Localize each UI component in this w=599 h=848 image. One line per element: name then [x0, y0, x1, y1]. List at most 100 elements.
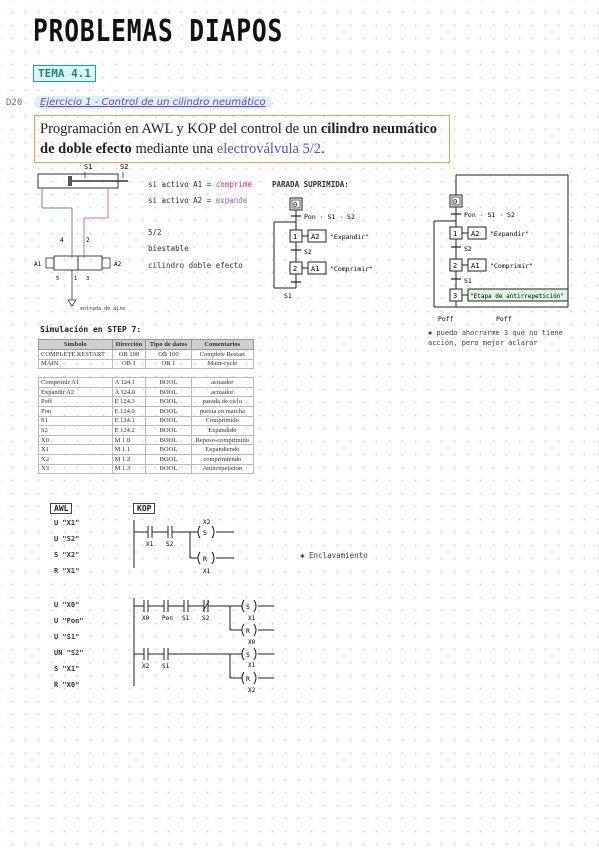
symbol-table: Símbolo Dirección Tipo de datos Comentar…: [38, 339, 255, 475]
valve-a1-label: A1: [34, 261, 42, 268]
kop2-out1: X1: [248, 615, 256, 622]
note-cylinder: cilindro doble efecto: [148, 261, 243, 270]
kop1-contact1: X1: [146, 541, 154, 548]
kop2-contact4: S2: [202, 615, 210, 622]
g1-t1: S2: [304, 248, 312, 256]
g2-step1: 1: [453, 230, 457, 238]
g2-act2: A1: [471, 262, 479, 270]
col-address: Dirección: [111, 339, 147, 350]
col-symbol: Símbolo: [38, 339, 113, 350]
kop2-contact1: X0: [142, 615, 150, 622]
exercise-heading: Ejercicio 1 - Control de un cilindro neu…: [34, 96, 272, 109]
note-valve: 5/2: [148, 228, 162, 237]
awl-label: AWL: [50, 503, 73, 514]
sensor-s1-label: S1: [84, 163, 92, 171]
grafcet1-heading: PARADA SUPRIMIDA:: [272, 180, 349, 189]
awl1-line: U "X1": [54, 519, 80, 527]
grafcet2-note: ✱ puedo ahorrarme 3 que no tiene acción,…: [428, 329, 563, 347]
topic-tag: TEMA 4.1: [33, 65, 96, 82]
g1-step1: 1: [293, 233, 297, 241]
g1-act2: A1: [311, 265, 319, 273]
kop-ladder-2: X0 Pon S1 S2 S X1 R X0 X2 S1 S X1 R X2: [133, 598, 274, 694]
simulation-title: Simulación en STEP 7:: [40, 325, 142, 334]
valve-left-box: [53, 255, 79, 271]
g2-t0: Pon · S1 · S2: [464, 211, 515, 219]
svg-text:5: 5: [56, 276, 59, 282]
awl1-line: U "S2": [54, 535, 80, 543]
kop2-coil-s1: S: [246, 603, 250, 611]
kop2-coil-r2: R: [246, 675, 250, 683]
grafcet-2: 0 Pon · S1 · S2 1 A2 "Expandir" S2 2 A1 …: [433, 174, 569, 323]
kop1-out1: X2: [203, 519, 211, 526]
g2-act2-label: "Comprimir": [490, 262, 533, 270]
kop1-out2: X1: [203, 568, 211, 575]
g1-t2: S1: [284, 292, 292, 300]
awl2-line: UN "S2": [54, 649, 84, 657]
enclavamiento-note: ✱ Enclavamiento: [300, 551, 368, 560]
valve-right-box: [77, 255, 103, 271]
valve-a2-label: A2: [114, 261, 122, 268]
col-comments: Comentarios: [190, 339, 255, 350]
note-biestable: biestable: [148, 244, 189, 253]
air-input-label: entrada de aire: [80, 306, 125, 312]
g2-t1: S2: [464, 245, 472, 253]
g1-step0: 0: [293, 201, 297, 209]
kop2-contact2: Pon: [162, 615, 173, 622]
sensor-s2-label: S2: [120, 163, 128, 171]
g2-act3-label: "Etapa de antirrepetición": [470, 293, 564, 300]
g1-t0: Pon · S1 · S2: [304, 213, 355, 221]
page-title: PROBLEMAS DIAPOS: [33, 14, 284, 49]
kop2-out2: X0: [248, 639, 256, 646]
grafcet-1: 0 Pon · S1 · S2 1 A2 "Expandir" S2 2 A1 …: [273, 197, 373, 300]
g2-act1: A2: [471, 230, 479, 238]
svg-text:3: 3: [86, 276, 89, 282]
kop2-contact6: S1: [162, 663, 170, 670]
kop2-out3: X1: [248, 662, 256, 669]
piston: [68, 176, 72, 186]
page-code: D20: [6, 98, 23, 108]
awl1-line: S "X2": [54, 551, 80, 559]
note-a1: si activo A1 = comprime: [148, 180, 252, 189]
col-type: Tipo de datos: [145, 339, 192, 350]
svg-text:1: 1: [74, 276, 77, 282]
kop1-coil-r: R: [203, 555, 207, 563]
kop-ladder-1: X1 S2 S X2 R X1: [133, 519, 234, 575]
g2-step3: 3: [453, 292, 457, 300]
kop2-contact3: S1: [182, 615, 190, 622]
awl1-line: R "X1": [54, 567, 80, 575]
problem-statement: Programación en AWL y KOP del control de…: [34, 115, 450, 163]
svg-text:2: 2: [86, 237, 90, 244]
kop2-contact5: X2: [142, 663, 150, 670]
kop2-coil-s2: S: [246, 651, 250, 659]
pneumatic-diagram: S1 S2 4 2 A1 A2 5 1 3 entrada de aire: [34, 163, 128, 312]
kop1-contact2: S2: [166, 541, 174, 548]
awl2-line: R "X0": [54, 681, 80, 689]
awl2-line: S "X1": [54, 665, 80, 673]
g1-act2-label: "Comprimir": [330, 265, 373, 273]
g1-act1-label: "Expandir": [330, 233, 369, 241]
g2-poff-b: Poff: [496, 315, 512, 323]
kop1-coil-s: S: [203, 529, 207, 537]
g2-step2: 2: [453, 262, 457, 270]
g2-poff-a: Poff: [438, 315, 454, 323]
g1-step2: 2: [293, 265, 297, 273]
svg-text:4: 4: [60, 237, 64, 244]
awl2-line: U "Pon": [54, 617, 84, 625]
kop-label: KOP: [133, 503, 156, 514]
kop2-coil-r1: R: [246, 627, 250, 635]
g2-t2: S1: [464, 277, 472, 285]
awl2-line: U "S1": [54, 633, 80, 641]
note-a2: si activo A2 = expande: [148, 196, 248, 205]
